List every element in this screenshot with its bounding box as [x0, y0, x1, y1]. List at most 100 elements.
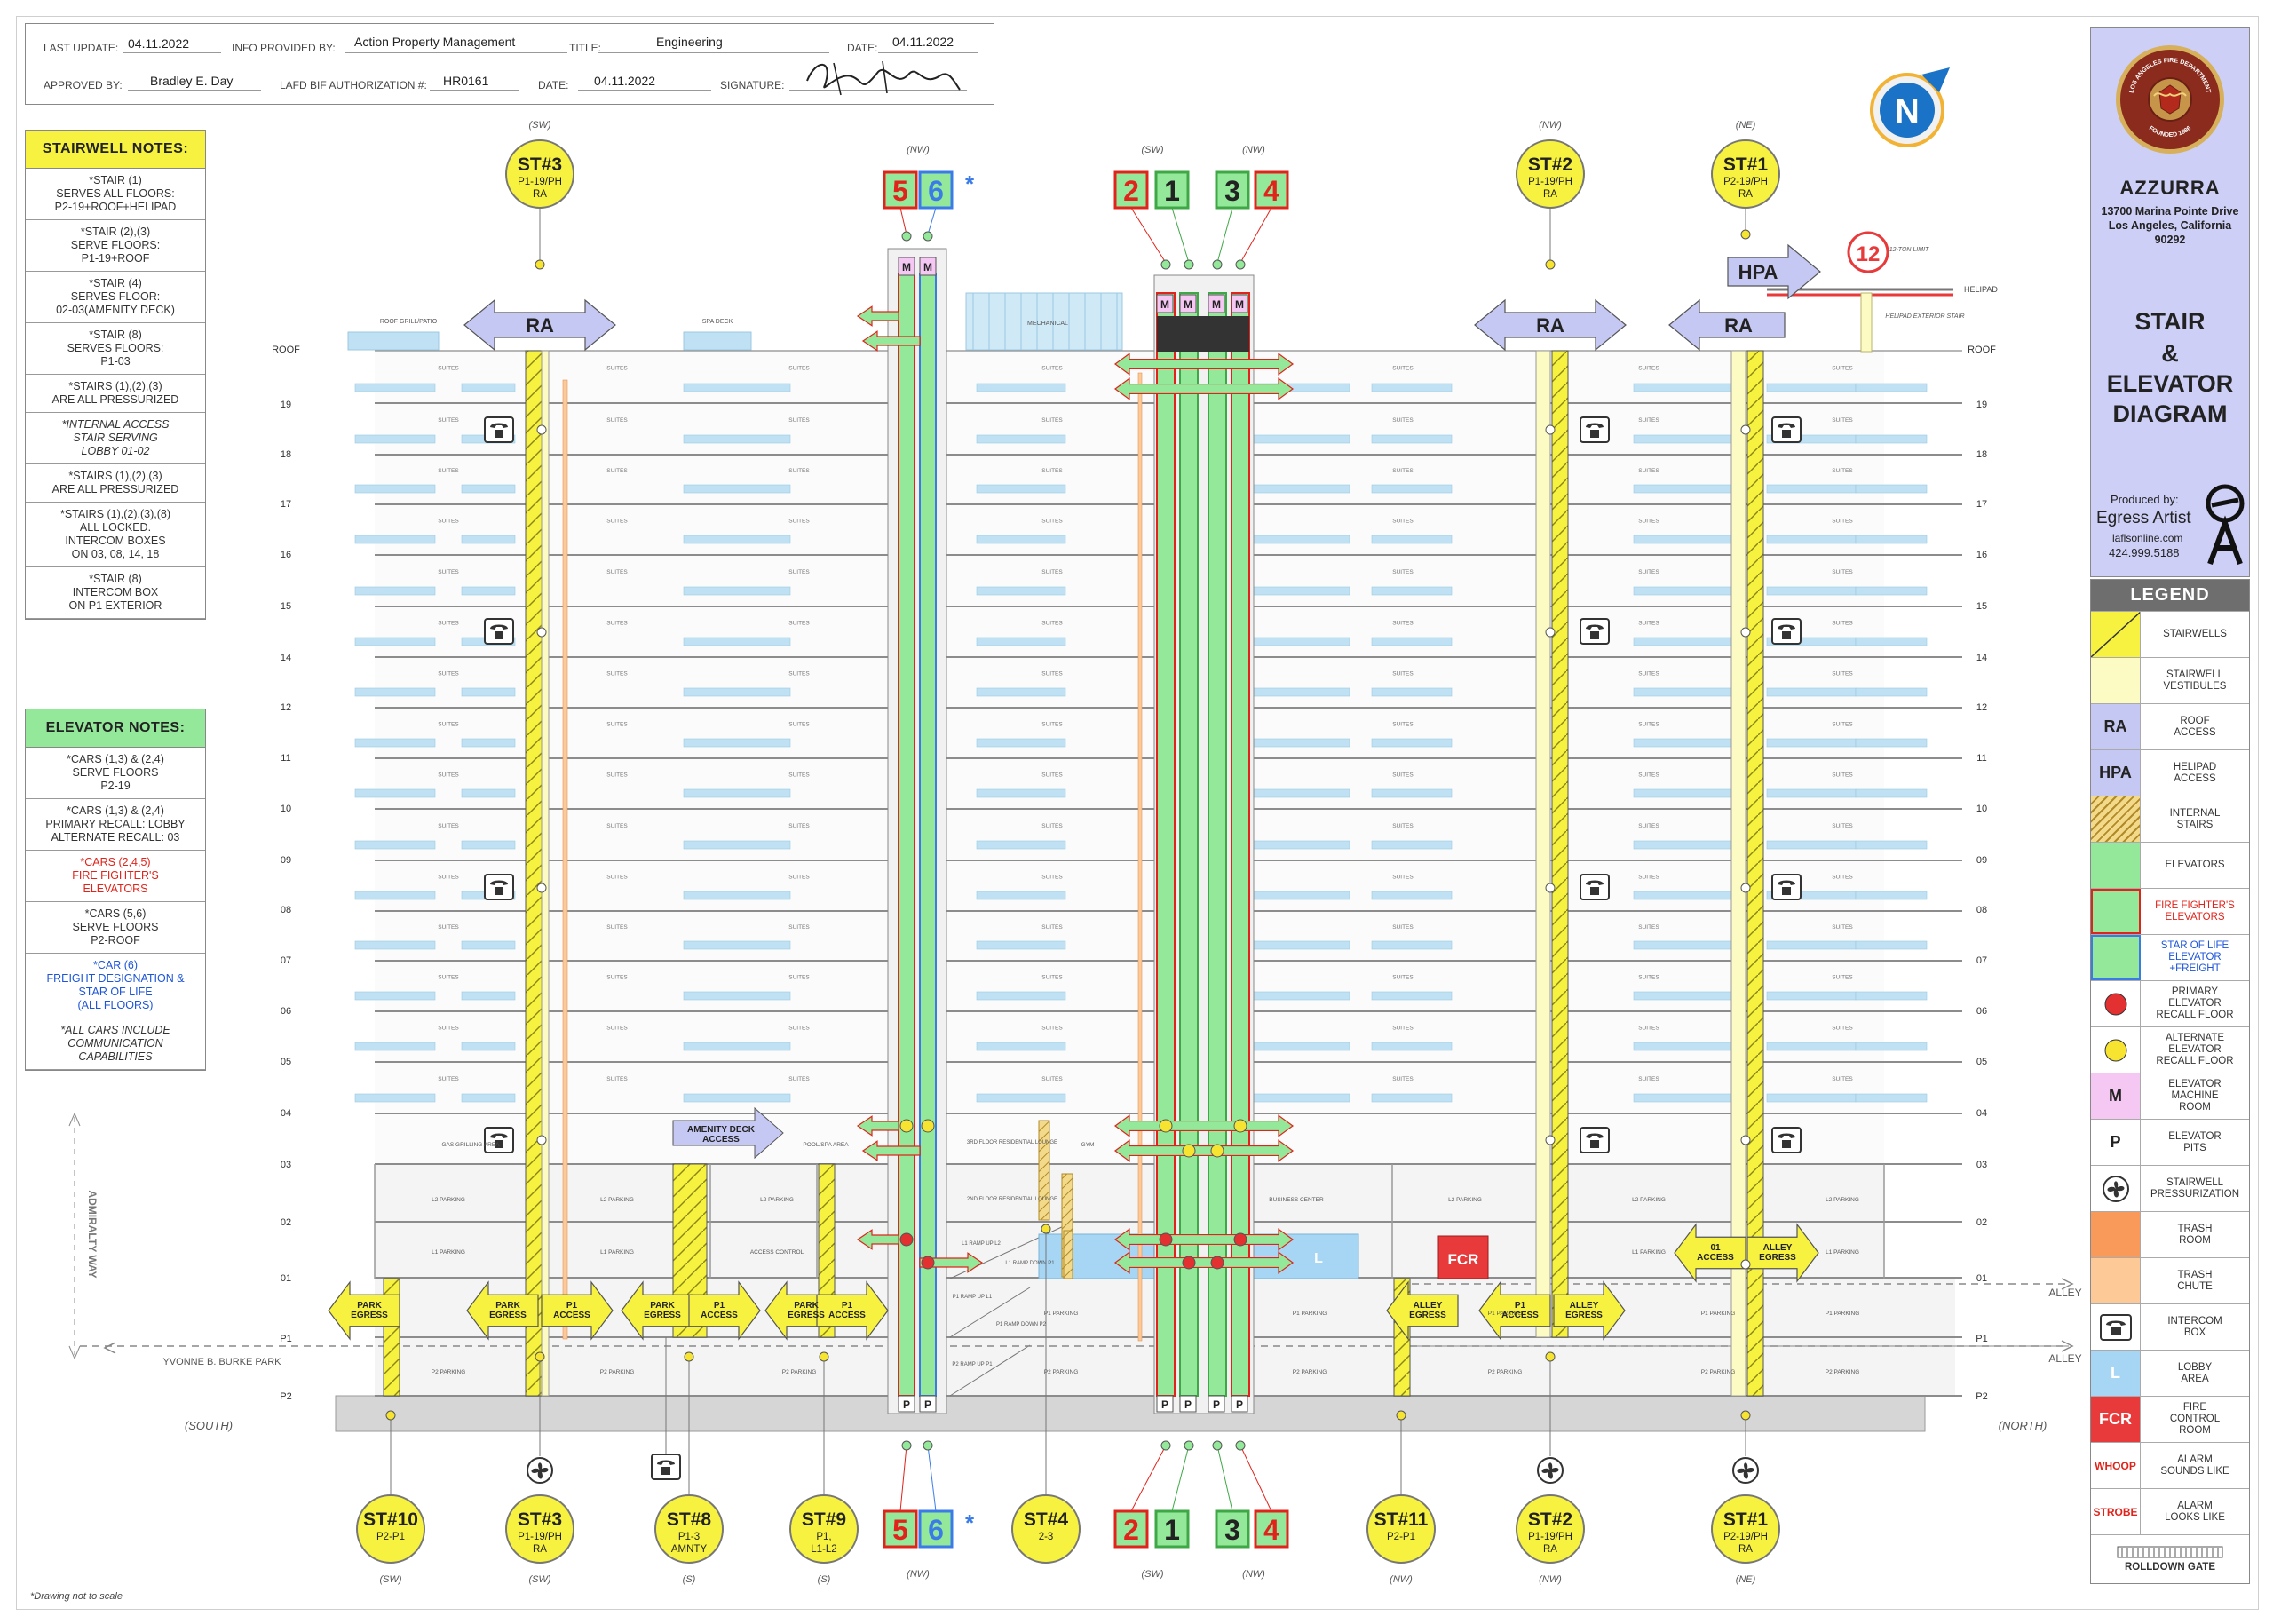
footnote: *Drawing not to scale [30, 1591, 123, 1602]
date-value: 04.11.2022 [892, 35, 954, 49]
info-label: INFO PROVIDED BY: [232, 42, 336, 54]
legend-item-reddot: PRIMARY ELEVATOR RECALL FLOOR [2091, 980, 2249, 1026]
whoop-swatch: WHOOP [2091, 1443, 2141, 1488]
stair-note-8: *STAIRS (1),(2),(3),(8) ALL LOCKED. INTE… [26, 503, 205, 567]
legend-item-hpa: HPA HELIPAD ACCESS [2091, 749, 2249, 796]
stair-note-5: *STAIRS (1),(2),(3) ARE ALL PRESSURIZED [26, 375, 205, 413]
color-swatch [2091, 658, 2141, 703]
diagram-title-3: ELEVATOR [2106, 370, 2234, 397]
star-of-life-swatch [2091, 935, 2141, 980]
legend-label: ROOF ACCESS [2174, 715, 2216, 738]
seal-bottom-text: FOUNDED 1886 [2148, 125, 2192, 139]
legend-item-strobe: STROBE ALARM LOOKS LIKE [2091, 1488, 2249, 1534]
elevator-swatch [2091, 843, 2141, 888]
legend-item-yellowdot: ALTERNATE ELEVATOR RECALL FLOOR [2091, 1026, 2249, 1073]
stairwell-swatch [2091, 612, 2141, 657]
legend-item-p: P ELEVATOR PITS [2091, 1119, 2249, 1165]
svg-text:FOUNDED 1886: FOUNDED 1886 [2148, 125, 2192, 139]
elevator-note-5: *CAR (6) FREIGHT DESIGNATION & STAR OF L… [26, 954, 205, 1018]
stair-note-3: *STAIR (4) SERVES FLOOR: 02-03(AMENITY D… [26, 272, 205, 323]
elevator-note-6: *ALL CARS INCLUDE COMMUNICATION CAPABILI… [26, 1018, 205, 1070]
title-block: LAST UPDATE: 04.11.2022 INFO PROVIDED BY… [25, 23, 994, 105]
rolldown-gate-icon [2117, 1546, 2223, 1558]
legend-label: INTERCOM BOX [2167, 1315, 2222, 1338]
legend-label: TRASH CHUTE [2177, 1269, 2213, 1292]
legend-label: ELEVATOR PITS [2168, 1130, 2222, 1153]
elevator-note-3: *CARS (2,4,5) FIRE FIGHTER'S ELEVATORS [26, 851, 205, 902]
address-line-1: 13700 Marina Pointe Drive [2101, 205, 2239, 218]
title-value: Engineering [656, 35, 723, 49]
internal-stair-swatch [2091, 796, 2141, 842]
color-swatch [2091, 1212, 2141, 1257]
elevator-note-2: *CARS (1,3) & (2,4) PRIMARY RECALL: LOBB… [26, 799, 205, 851]
color-swatch [2091, 1258, 2141, 1303]
date-label: DATE: [847, 42, 878, 54]
stair-note-7: *STAIRS (1),(2),(3) ARE ALL PRESSURIZED [26, 464, 205, 503]
date2-value: 04.11.2022 [594, 74, 656, 88]
legend-label: STAIRWELL VESTIBULES [2163, 669, 2227, 692]
diagram-title-4: DIAGRAM [2112, 400, 2228, 427]
legend-title: LEGEND [2091, 580, 2249, 611]
legend-label: HELIPAD ACCESS [2173, 761, 2217, 784]
building-info-panel: LOS ANGELES FIRE DEPARTMENT FOUNDED 1886… [2090, 27, 2250, 577]
producer-name: Egress Artist [2096, 509, 2191, 527]
l-swatch: L [2091, 1351, 2141, 1396]
stair-note-6: *INTERNAL ACCESS STAIR SERVING LOBBY 01-… [26, 413, 205, 464]
alternate-recall-icon [2091, 1027, 2141, 1073]
address-line-2: Los Angeles, California [2108, 219, 2232, 232]
hpa-swatch: HPA [2091, 750, 2141, 796]
intercom-icon [2091, 1304, 2141, 1350]
approved-value: Bradley E. Day [150, 74, 234, 88]
last-update-label: LAST UPDATE: [44, 42, 119, 54]
legend-item-plain: TRASH CHUTE [2091, 1257, 2249, 1303]
legend-label: STAIRWELL PRESSURIZATION [2150, 1176, 2240, 1200]
legend-item-elev: ELEVATORS [2091, 842, 2249, 888]
p-swatch: P [2091, 1120, 2141, 1165]
elevator-note-4: *CARS (5,6) SERVE FLOORS P2-ROOF [26, 902, 205, 954]
legend-item-whoop: WHOOP ALARM SOUNDS LIKE [2091, 1442, 2249, 1488]
date2-label: DATE: [538, 79, 569, 91]
north-arrow-icon: N [1870, 67, 1950, 147]
legend-label: FIRE FIGHTER'S ELEVATORS [2155, 899, 2235, 923]
auth-value: HR0161 [443, 74, 489, 88]
legend-label: ELEVATOR MACHINE ROOM [2168, 1079, 2222, 1113]
legend-label: ELEVATORS [2165, 860, 2225, 870]
info-value: Action Property Management [354, 35, 516, 49]
title-label: TITLE: [569, 42, 602, 54]
legend-item-l: L LOBBY AREA [2091, 1350, 2249, 1396]
legend-item-elevblue: STAR OF LIFE ELEVATOR +FREIGHT [2091, 934, 2249, 980]
stairwell-notes-title: STAIRWELL NOTES: [26, 131, 205, 169]
legend-item-hatch: INTERNAL STAIRS [2091, 796, 2249, 842]
signature-scribble [806, 60, 961, 96]
stair-note-2: *STAIR (2),(3) SERVE FLOORS: P1-19+ROOF [26, 220, 205, 272]
m-swatch: M [2091, 1073, 2141, 1119]
legend-label: ALARM LOOKS LIKE [2165, 1500, 2225, 1523]
auth-label: LAFD BIF AUTHORIZATION #: [280, 79, 427, 91]
legend-item-stair: STAIRWELLS [2091, 611, 2249, 657]
legend-item-rolldown-gate: ROLLDOWN GATE [2091, 1534, 2249, 1583]
producer-website: laflsonline.com [2112, 532, 2183, 544]
legend-item-fan: STAIRWELL PRESSURIZATION [2091, 1165, 2249, 1211]
legend-label: INTERNAL STAIRS [2169, 807, 2221, 830]
legend-item-elevred: FIRE FIGHTER'S ELEVATORS [2091, 888, 2249, 934]
lafd-seal: LOS ANGELES FIRE DEPARTMENT FOUNDED 1886 [2116, 45, 2224, 154]
elevator-notes-panel: ELEVATOR NOTES: *CARS (1,3) & (2,4) SERV… [25, 709, 206, 1071]
legend-item-plain: STAIRWELL VESTIBULES [2091, 657, 2249, 703]
legend-label: STAIRWELLS [2163, 629, 2227, 639]
north-label: N [1895, 93, 1919, 131]
firefighter-elevator-swatch [2091, 889, 2141, 934]
elevator-note-1: *CARS (1,3) & (2,4) SERVE FLOORS P2-19 [26, 748, 205, 799]
legend-label: STAR OF LIFE ELEVATOR +FREIGHT [2160, 940, 2229, 974]
building-name: AZZURRA [2119, 177, 2221, 199]
strobe-swatch: STROBE [2091, 1489, 2141, 1534]
rolldown-gate-label: ROLLDOWN GATE [2125, 1562, 2215, 1573]
sheet-border [16, 16, 2259, 1610]
legend-label: LOBBY AREA [2177, 1361, 2213, 1384]
elevator-notes-title: ELEVATOR NOTES: [26, 709, 205, 748]
legend-label: ALARM SOUNDS LIKE [2160, 1454, 2229, 1477]
legend-label: FIRE CONTROL ROOM [2169, 1402, 2221, 1436]
address-zip: 90292 [2154, 234, 2186, 246]
